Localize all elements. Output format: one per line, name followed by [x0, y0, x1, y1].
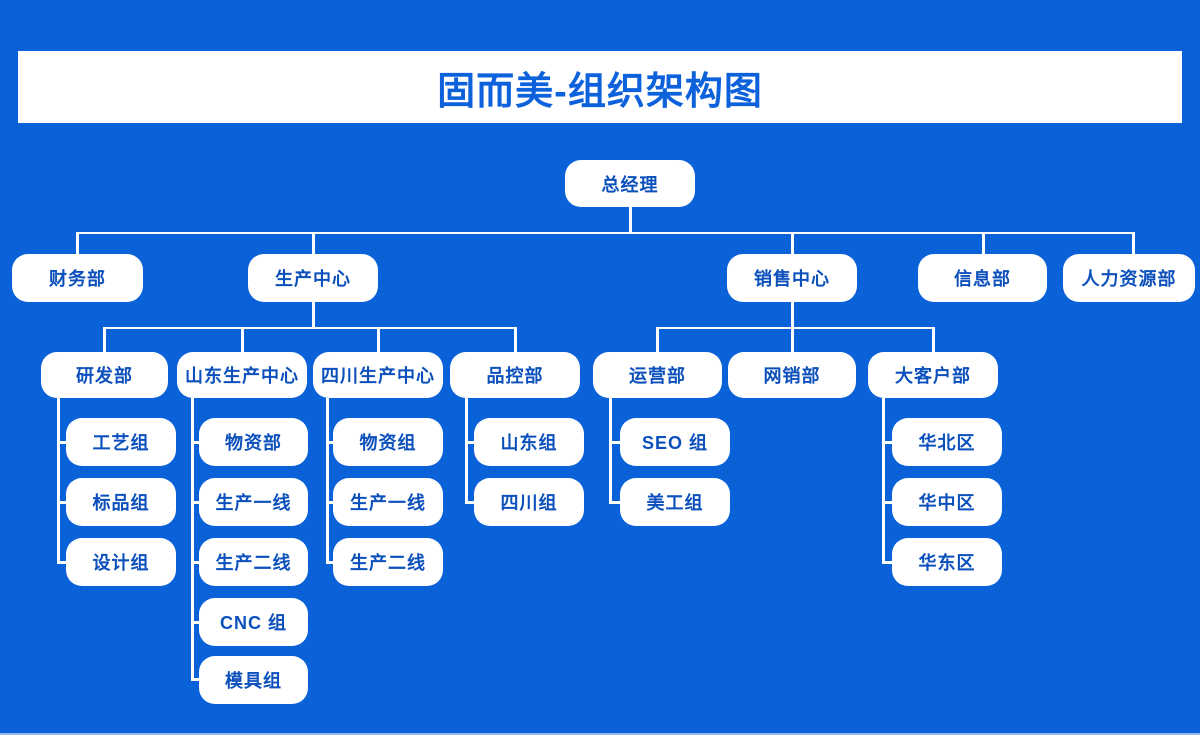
node-sichuan-group: 四川组: [474, 478, 584, 526]
connector-line: [932, 327, 935, 352]
connector-line: [656, 327, 659, 352]
node-sales-center: 销售中心: [727, 254, 857, 302]
connector-line: [609, 441, 622, 444]
node-production-center: 生产中心: [248, 254, 378, 302]
node-seo-group: SEO 组: [620, 418, 730, 466]
node-north-china-region: 华北区: [892, 418, 1002, 466]
connector-line: [882, 561, 893, 564]
node-cnc-group: CNC 组: [199, 598, 308, 646]
connector-line: [326, 561, 335, 564]
connector-line: [465, 501, 476, 504]
node-key-accounts-dept: 大客户部: [868, 352, 998, 398]
node-shandong-group: 山东组: [474, 418, 584, 466]
bottom-edge-highlight: [0, 733, 1200, 735]
connector-line: [241, 327, 244, 352]
node-finance-dept: 财务部: [12, 254, 143, 302]
connector-line: [312, 232, 315, 254]
connector-line: [191, 561, 201, 564]
node-mold-group: 模具组: [199, 656, 308, 704]
node-standard-product-group: 标品组: [66, 478, 176, 526]
node-general-manager: 总经理: [565, 160, 695, 207]
connector-line: [377, 327, 380, 352]
connector-line: [1132, 232, 1135, 254]
connector-line: [465, 398, 468, 502]
node-quality-control-dept: 品控部: [450, 352, 580, 398]
node-production-line1-sichuan: 生产一线: [333, 478, 443, 526]
node-central-china-region: 华中区: [892, 478, 1002, 526]
connector-line: [465, 441, 476, 444]
node-craft-group: 工艺组: [66, 418, 176, 466]
connector-line: [103, 327, 106, 352]
connector-line: [191, 501, 201, 504]
connector-line: [191, 621, 201, 624]
connector-line: [326, 441, 335, 444]
connector-line: [514, 327, 517, 352]
node-shandong-production-center: 山东生产中心: [177, 352, 307, 398]
connector-line: [791, 232, 794, 254]
node-production-line2-sichuan: 生产二线: [333, 538, 443, 586]
connector-line: [982, 232, 985, 254]
connector-line: [326, 501, 335, 504]
node-hr-dept: 人力资源部: [1063, 254, 1195, 302]
node-online-sales-dept: 网销部: [728, 352, 856, 398]
connector-line: [882, 441, 893, 444]
connector-line: [609, 398, 612, 502]
node-sichuan-production-center: 四川生产中心: [313, 352, 443, 398]
connector-line: [57, 441, 68, 444]
connector-line: [609, 501, 622, 504]
connector-line: [103, 326, 516, 329]
connector-line: [191, 441, 201, 444]
connector-line: [57, 398, 60, 562]
node-materials-group-sichuan: 物资组: [333, 418, 443, 466]
connector-line: [57, 561, 68, 564]
connector-line: [656, 326, 935, 329]
page-title: 固而美-组织架构图: [437, 70, 763, 113]
node-production-line2-shandong: 生产二线: [199, 538, 308, 586]
connector-line: [191, 678, 201, 681]
connector-line: [76, 232, 79, 254]
connector-line: [882, 398, 885, 562]
node-operations-dept: 运营部: [593, 352, 722, 398]
connector-line: [76, 231, 1134, 234]
connector-line: [882, 501, 893, 504]
node-production-line1-shandong: 生产一线: [199, 478, 308, 526]
connector-line: [312, 302, 315, 328]
connector-line: [191, 398, 194, 680]
connector-line: [57, 501, 68, 504]
connector-line: [629, 207, 632, 233]
node-information-dept: 信息部: [918, 254, 1047, 302]
node-rnd-dept: 研发部: [41, 352, 168, 398]
node-design-group: 设计组: [66, 538, 176, 586]
node-art-design-group: 美工组: [620, 478, 730, 526]
node-east-china-region: 华东区: [892, 538, 1002, 586]
connector-line: [326, 398, 329, 562]
node-materials-dept-shandong: 物资部: [199, 418, 308, 466]
title-banner: 固而美-组织架构图: [18, 51, 1182, 123]
